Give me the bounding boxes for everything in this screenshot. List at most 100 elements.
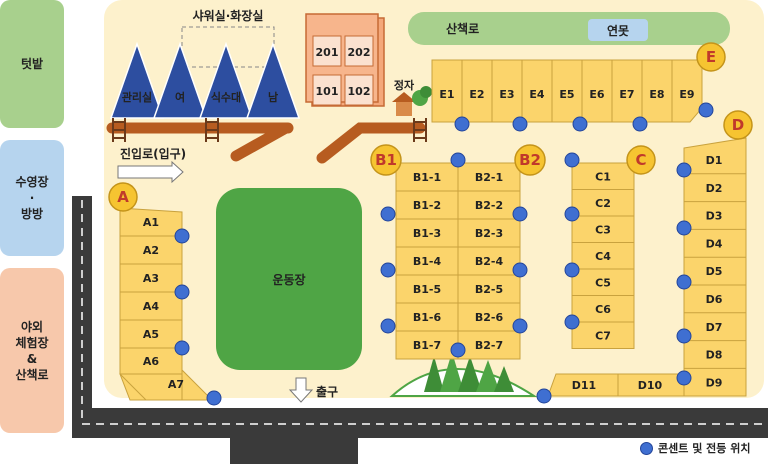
ladder-mid [205, 118, 219, 142]
zone-d-block [683, 137, 747, 397]
side-label-garden: 텃밭 [0, 0, 64, 128]
site-B1-7[interactable] [395, 330, 459, 360]
outlet-dot-3 [174, 340, 190, 356]
site-B1-4-label: B1-4 [413, 255, 442, 268]
room-201[interactable] [312, 35, 342, 67]
legend: 콘센트 및 전등 위치 [640, 440, 750, 456]
site-A6: A6 [143, 355, 160, 368]
legend-label: 콘센트 및 전등 위치 [658, 442, 751, 455]
hut-label-3: 식수대 [211, 90, 241, 104]
hut-2 [152, 41, 208, 119]
outlet-dot-15 [564, 262, 580, 278]
site-D11-label: D11 [572, 379, 596, 392]
site-A7[interactable] [119, 368, 214, 401]
hut-3 [198, 41, 254, 119]
zone-e-block [431, 59, 703, 123]
pond-label: 연못 [607, 23, 629, 38]
site-C3-label: C3 [595, 223, 611, 236]
side-label-pool: 수영장 · 방방 [0, 140, 64, 256]
site-E9-label: E9 [679, 88, 694, 101]
site-D6-label: D6 [706, 293, 723, 306]
site-B1-7-label: B1-7 [413, 339, 441, 352]
room-label-102: 102 [348, 85, 371, 98]
hut-4 [245, 41, 301, 119]
outlet-dot-11 [450, 152, 466, 168]
outlet-dot-1 [174, 228, 190, 244]
pavilion-icon [392, 86, 432, 116]
zone-badge-d-label: D [732, 116, 744, 134]
site-D11[interactable] [547, 373, 619, 397]
site-C5[interactable] [571, 268, 635, 296]
zone-badge-c [626, 145, 656, 175]
site-B1-3[interactable] [395, 218, 459, 248]
outlet-dot-9 [512, 262, 528, 278]
site-D3-label: D3 [706, 210, 723, 223]
site-C5-label: C5 [595, 276, 611, 289]
site-B1-1-label: B1-1 [413, 171, 441, 184]
zone-badge-b2 [514, 144, 546, 176]
site-B1-1[interactable] [395, 162, 459, 192]
outlet-dot-23 [454, 116, 470, 132]
zone-badge-d [723, 110, 753, 140]
site-C7[interactable] [571, 321, 635, 349]
zone-badge-b1 [370, 144, 402, 176]
site-D4-label: D4 [706, 237, 723, 250]
site-B2-1-label: B2-1 [475, 171, 503, 184]
site-B2-6[interactable] [457, 302, 521, 332]
site-E7-label: E7 [619, 88, 634, 101]
outlet-dot-19 [676, 274, 692, 290]
site-B2-2[interactable] [457, 190, 521, 220]
outlet-dot-27 [698, 102, 714, 118]
outlet-dot-8 [512, 206, 528, 222]
site-A2: A2 [143, 244, 159, 257]
outlet-dot-25 [572, 116, 588, 132]
access-path [106, 122, 426, 164]
hut-label-1: 관리실 [122, 90, 152, 104]
site-B2-6-label: B2-6 [475, 311, 504, 324]
outlet-dot-2 [174, 284, 190, 300]
hut-1 [109, 41, 165, 119]
outlet-dot-13 [564, 152, 580, 168]
outlet-dot-20 [676, 328, 692, 344]
outlet-dot-5 [380, 206, 396, 222]
site-B1-5[interactable] [395, 274, 459, 304]
site-C3[interactable] [571, 215, 635, 243]
site-A3: A3 [143, 272, 159, 285]
site-B2-7[interactable] [457, 330, 521, 360]
site-B1-4[interactable] [395, 246, 459, 276]
ladder-left [112, 118, 126, 142]
hut-label-4: 남 [268, 91, 278, 104]
outlet-dot-icon [640, 441, 653, 455]
site-B2-4[interactable] [457, 246, 521, 276]
room-102[interactable] [344, 74, 374, 106]
room-101[interactable] [312, 74, 342, 106]
site-D7-label: D7 [706, 321, 723, 334]
site-E2-label: E2 [469, 88, 484, 101]
ladder-right [413, 118, 427, 142]
zone-badge-b1-label: B1 [375, 151, 397, 169]
site-C4[interactable] [571, 242, 635, 270]
site-E6-label: E6 [589, 88, 605, 101]
room-label-201: 201 [316, 46, 339, 59]
site-B1-2[interactable] [395, 190, 459, 220]
site-B2-5[interactable] [457, 274, 521, 304]
site-C4-label: C4 [595, 250, 611, 263]
outlet-dot-6 [380, 262, 396, 278]
outlet-dot-16 [564, 314, 580, 330]
site-B2-2-label: B2-2 [475, 199, 503, 212]
site-A1: A1 [143, 216, 159, 229]
outlet-dot-26 [632, 116, 648, 132]
site-A7-label: A7 [168, 378, 184, 391]
site-C2[interactable] [571, 189, 635, 217]
room-202[interactable] [344, 35, 374, 67]
site-B2-1[interactable] [457, 162, 521, 192]
site-D1-label: D1 [706, 154, 723, 167]
site-C7-label: C7 [595, 329, 611, 342]
room-label-202: 202 [348, 46, 371, 59]
outlet-dot-24 [512, 116, 528, 132]
site-E8-label: E8 [649, 88, 664, 101]
site-E4-label: E4 [529, 88, 545, 101]
site-D10-label: D10 [638, 379, 663, 392]
pond [588, 19, 648, 41]
